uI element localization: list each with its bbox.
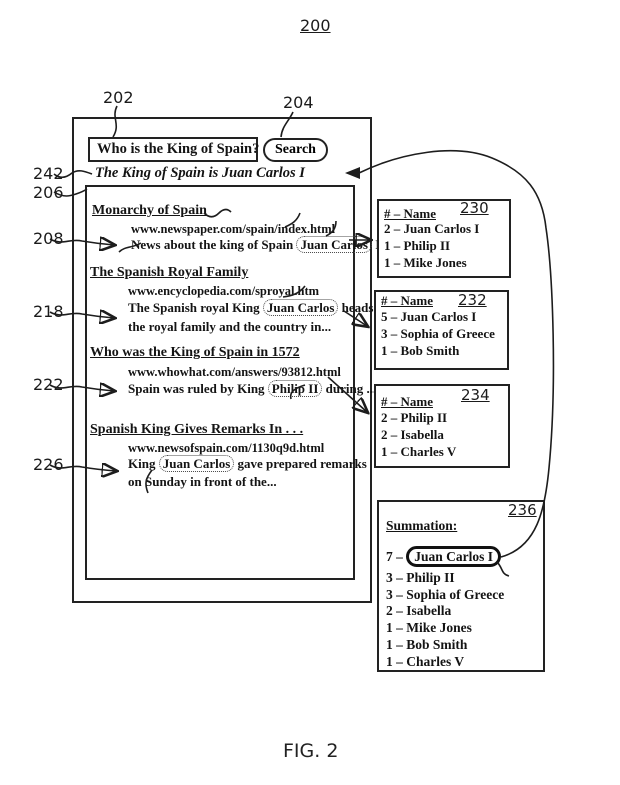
result-2-title[interactable]: The Spanish Royal Family	[90, 265, 248, 281]
result-4-snippet-before: King	[128, 456, 159, 471]
result-3-title[interactable]: Who was the King of Spain in 1572	[90, 345, 300, 361]
result-3-snippet-before: Spain was ruled by King	[128, 381, 268, 396]
search-button[interactable]: Search	[263, 138, 328, 162]
summation-top-entity-oval: Juan Carlos I	[406, 546, 501, 567]
result-3-snippet: Spain was ruled by King Philip II during…	[128, 381, 376, 397]
summation-row: 1 – Mike Jones	[386, 620, 472, 636]
result-4-title[interactable]: Spanish King Gives Remarks In . . .	[90, 422, 303, 438]
tally-box-234-row: 2 – Philip II	[381, 410, 447, 426]
tally-box-230-row: 2 – Juan Carlos I	[384, 221, 479, 237]
result-3-entity-oval: Philip II	[268, 380, 323, 397]
summation-row: 2 – Isabella	[386, 603, 451, 619]
answer-text: The King of Spain is Juan Carlos I	[95, 165, 305, 182]
result-2-snippet-before: The Spanish royal King	[128, 300, 263, 315]
tally-box-230-header: # – Name	[384, 206, 436, 222]
tally-box-232-row: 3 – Sophia of Greece	[381, 326, 495, 342]
result-3-snippet-after: during ...	[322, 381, 376, 396]
result-2-snippet-after: heads	[338, 300, 373, 315]
result-4-url: www.newsofspain.com/1130q9d.html	[128, 441, 324, 456]
ref-208: 208	[33, 229, 64, 248]
ref-242: 242	[33, 164, 64, 183]
summation-row: 3 – Sophia of Greece	[386, 587, 504, 603]
result-4-snippet-after: gave prepared remarks	[234, 456, 367, 471]
result-1-snippet: News about the king of Spain Juan Carlos…	[131, 237, 384, 253]
tally-box-234-ref: 234	[461, 386, 490, 404]
result-1-url: www.newspaper.com/spain/index.html	[131, 222, 335, 237]
result-4-snippet-line2: on Sunday in front of the...	[128, 474, 277, 490]
tally-box-232-ref: 232	[458, 291, 487, 309]
search-input[interactable]: Who is the King of Spain?	[88, 137, 258, 162]
result-3-url: www.whowhat.com/answers/93812.html	[128, 365, 341, 380]
summation-box-ref: 236	[508, 501, 537, 519]
result-1-title[interactable]: Monarchy of Spain	[92, 203, 207, 219]
tally-box-234-row: 1 – Charles V	[381, 444, 456, 460]
tally-box-232-header: # – Name	[381, 293, 433, 309]
result-2-snippet-line2: the royal family and the country in...	[128, 319, 331, 335]
result-2-snippet-line1: The Spanish royal King Juan Carlos heads	[128, 300, 373, 316]
tally-box-234-row: 2 – Isabella	[381, 427, 444, 443]
ref-226: 226	[33, 455, 64, 474]
result-4-entity-oval: Juan Carlos	[159, 455, 235, 472]
figure-caption: FIG. 2	[283, 740, 338, 762]
ref-206: 206	[33, 183, 64, 202]
summation-title: Summation:	[386, 518, 457, 534]
tally-box-234-header: # – Name	[381, 394, 433, 410]
ref-204: 204	[283, 93, 314, 112]
figure-ref-200: 200	[300, 16, 331, 35]
tally-box-230-ref: 230	[460, 199, 489, 217]
tally-box-230-row: 1 – Mike Jones	[384, 255, 467, 271]
summation-row: 3 – Philip II	[386, 570, 455, 586]
summation-highlight-row: 7 – Juan Carlos I	[386, 549, 501, 565]
summation-row: 1 – Charles V	[386, 654, 464, 670]
result-2-entity-oval: Juan Carlos	[263, 299, 339, 316]
ref-218: 218	[33, 302, 64, 321]
result-1-entity-oval: Juan Carlos	[296, 236, 372, 253]
summation-row: 1 – Bob Smith	[386, 637, 467, 653]
result-2-url: www.encyclopedia.com/sproyal.htm	[128, 284, 319, 299]
tally-box-232-row: 1 – Bob Smith	[381, 343, 459, 359]
summation-highlight-prefix: 7 –	[386, 549, 406, 564]
ref-222: 222	[33, 375, 64, 394]
ref-202: 202	[103, 88, 134, 107]
result-4-snippet-line1: King Juan Carlos gave prepared remarks	[128, 456, 367, 472]
tally-box-232-row: 5 – Juan Carlos I	[381, 309, 476, 325]
tally-box-230-row: 1 – Philip II	[384, 238, 450, 254]
result-1-snippet-before: News about the king of Spain	[131, 237, 296, 252]
